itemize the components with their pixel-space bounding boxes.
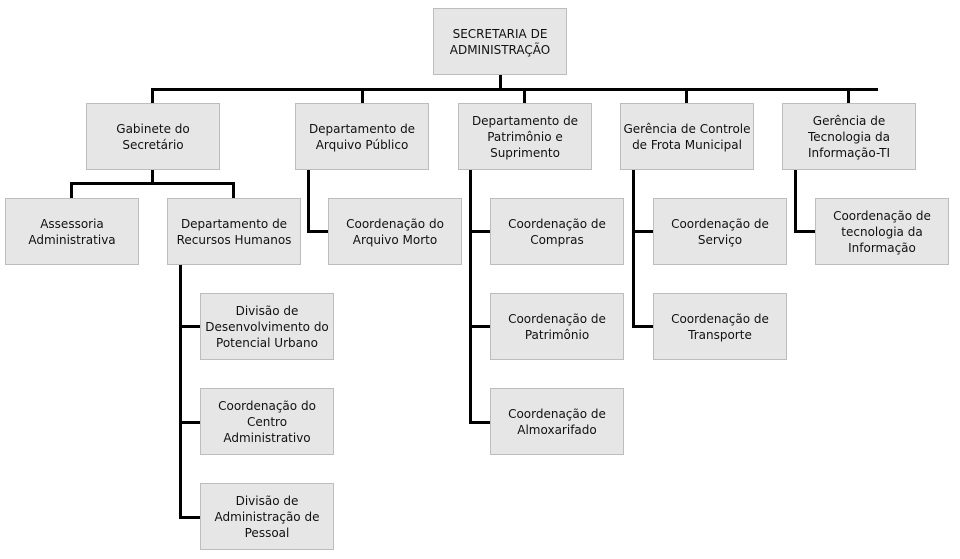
node-patrimonio-suprimento: Departamento de Patrimônio e Suprimento — [458, 103, 592, 170]
connector — [179, 516, 200, 519]
node-tecnologia-informacao: Gerência de Tecnologia da Informação-TI — [782, 103, 916, 170]
node-patrimonio: Coordenação de Patrimônio — [490, 293, 624, 360]
connector — [179, 265, 182, 519]
node-almoxarifado: Coordenação de Almoxarifado — [490, 388, 624, 455]
connector — [469, 170, 472, 424]
connector — [632, 325, 653, 328]
node-centro-administrativo: Coordenação do Centro Administrativo — [200, 388, 334, 455]
connector — [499, 75, 502, 90]
node-compras: Coordenação de Compras — [490, 198, 624, 265]
node-administracao-pessoal: Divisão de Administração de Pessoal — [200, 483, 334, 550]
connector — [179, 421, 200, 424]
connector — [361, 88, 364, 103]
node-transporte: Coordenação de Transporte — [653, 293, 787, 360]
connector — [632, 170, 635, 328]
connector — [307, 170, 310, 233]
node-servico: Coordenação de Serviço — [653, 198, 787, 265]
connector — [685, 88, 688, 103]
connector — [232, 182, 235, 198]
node-arquivo-publico: Departamento de Arquivo Público — [295, 103, 429, 170]
connector — [151, 88, 878, 91]
connector — [847, 88, 850, 103]
connector — [632, 230, 653, 233]
connector — [469, 325, 490, 328]
connector — [307, 230, 328, 233]
connector — [794, 170, 797, 233]
connector — [179, 325, 200, 328]
connector — [151, 170, 154, 184]
connector — [794, 230, 815, 233]
connector — [151, 88, 154, 103]
node-recursos-humanos: Departamento de Recursos Humanos — [167, 198, 301, 265]
node-frota-municipal: Gerência de Controle de Frota Municipal — [620, 103, 754, 170]
connector — [70, 182, 235, 185]
connector — [469, 230, 490, 233]
node-arquivo-morto: Coordenação do Arquivo Morto — [328, 198, 462, 265]
node-coord-ti: Coordenação de tecnologia da Informação — [815, 198, 949, 265]
node-secretaria: SECRETARIA DE ADMINISTRAÇÃO — [433, 8, 567, 75]
node-assessoria: Assessoria Administrativa — [5, 198, 139, 265]
node-desenvolvimento-urbano: Divisão de Desenvolvimento do Potencial … — [200, 293, 334, 360]
connector — [523, 88, 526, 103]
node-gabinete: Gabinete do Secretário — [86, 103, 220, 170]
connector — [469, 421, 490, 424]
connector — [70, 182, 73, 198]
